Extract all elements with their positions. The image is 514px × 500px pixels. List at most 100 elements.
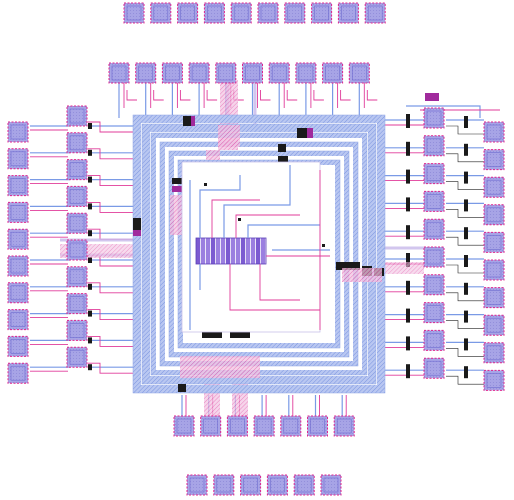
pad-top-inner-4: [188, 62, 210, 84]
pad-top-outer-1: [123, 2, 145, 24]
power-ring-1-left: [133, 115, 141, 393]
ring-pink-patch-3: [206, 150, 220, 160]
pad-top-inner-2-body: [135, 62, 157, 84]
pad-right-inner-8-core: [426, 305, 442, 320]
pad-top-outer-8: [311, 2, 333, 24]
core-via-1: [238, 218, 241, 221]
pad-left-outer-3-body: [7, 175, 29, 197]
power-ring-5-bottom: [169, 352, 349, 357]
pad-right-outer-2-body: [483, 149, 505, 171]
left-via-4: [88, 230, 92, 237]
right-via-b-5: [464, 255, 468, 267]
pad-left-outer-2-core: [10, 151, 26, 167]
power-ring-3-right: [362, 133, 367, 375]
power-ring-3-left: [151, 133, 156, 375]
left-via-9: [88, 364, 92, 371]
pad-top-outer-2: [150, 2, 172, 24]
pad-right-inner-9: [423, 329, 445, 351]
pad-bottom-inner-6-core: [310, 418, 325, 434]
pad-top-outer-5-body: [230, 2, 252, 24]
core-wire-5: [247, 224, 320, 238]
power-ring-2-bottom: [142, 376, 376, 384]
pad-left-outer-7: [7, 282, 29, 304]
right-via-a-9: [406, 364, 410, 379]
power-ring-5-left: [169, 151, 174, 357]
pad-left-inner-8: [66, 293, 88, 315]
pad-top-inner-5: [215, 62, 237, 84]
pad-bottom-inner-3-body: [226, 415, 248, 437]
pad-top-outer-10-core: [367, 5, 383, 21]
pad-top-outer-9-core: [341, 5, 356, 21]
pad-bottom-outer-5-core: [296, 477, 312, 493]
pad-top-outer-4-core: [207, 5, 222, 21]
pad-left-inner-4-core: [69, 189, 85, 204]
right-jog-8: [446, 348, 484, 357]
pad-right-inner-7-body: [423, 274, 445, 296]
corner-block: [425, 93, 439, 101]
ring-via-15: [202, 328, 222, 338]
left-via-3: [88, 203, 92, 210]
core-wire-3: [223, 165, 291, 238]
top-jog-3: [206, 90, 218, 101]
io-pads: [7, 2, 505, 496]
core-logic: [181, 93, 439, 333]
right-via-b-8: [464, 338, 468, 351]
pad-right-outer-8-body: [483, 314, 505, 336]
std-cell-4: [211, 238, 216, 264]
ring-via-4: [307, 128, 313, 138]
pad-bottom-outer-4-core: [270, 477, 285, 493]
std-cell-3: [206, 238, 211, 264]
right-jog-3: [446, 209, 484, 218]
pad-left-inner-10-body: [66, 346, 88, 368]
pad-left-outer-9: [7, 335, 29, 357]
right-jog-4: [446, 236, 484, 246]
pad-right-inner-10-core: [426, 360, 442, 376]
pad-right-inner-6-core: [426, 249, 442, 265]
left-inner-jog-4: [88, 228, 135, 240]
pad-top-outer-4-body: [203, 2, 225, 24]
pad-top-outer-1-core: [126, 5, 142, 21]
std-cell-2: [201, 238, 206, 264]
power-ring-4-right: [353, 142, 358, 366]
pad-right-inner-9-body: [423, 329, 445, 351]
pad-left-outer-8: [7, 309, 29, 331]
left-inner-jog-6: [88, 282, 135, 294]
pad-bottom-inner-7: [333, 415, 355, 437]
pad-right-inner-3-body: [423, 163, 445, 185]
pad-bottom-outer-4: [266, 474, 288, 496]
pad-top-inner-5-body: [215, 62, 237, 84]
right-via-b-7: [464, 310, 468, 323]
pad-top-inner-8-core: [298, 65, 314, 81]
pad-left-outer-2: [7, 148, 29, 170]
right-via-a-1: [406, 141, 410, 156]
power-ring-6-bottom: [178, 343, 340, 348]
pad-top-inner-4-body: [188, 62, 210, 84]
std-cell-14: [261, 238, 266, 264]
pad-top-outer-9-body: [337, 2, 359, 24]
pad-right-inner-2: [423, 135, 445, 157]
pad-left-outer-1: [7, 121, 29, 143]
pad-bottom-inner-3: [226, 415, 248, 437]
pad-right-outer-1-core: [486, 124, 502, 140]
right-via-b-1: [464, 143, 468, 156]
pad-bottom-outer-6-body: [320, 474, 342, 496]
pad-top-outer-10: [364, 2, 386, 24]
pad-right-inner-7: [423, 274, 445, 296]
pad-left-inner-3-body: [66, 159, 88, 181]
pad-top-inner-7-core: [271, 65, 287, 81]
pad-right-outer-5-body: [483, 231, 505, 253]
pad-right-outer-8-core: [486, 317, 502, 333]
pad-left-inner-5-core: [69, 215, 85, 231]
pad-left-inner-4: [66, 185, 88, 207]
pad-right-outer-4-body: [483, 204, 505, 226]
std-cell-11: [246, 238, 251, 264]
power-ring-1: [132, 114, 386, 394]
power-ring-4-top: [160, 142, 358, 147]
core-via-2: [204, 183, 207, 186]
core-wire-2: [211, 199, 260, 238]
pad-right-outer-1: [483, 121, 505, 143]
ring-via-3: [297, 128, 307, 138]
pad-left-outer-4: [7, 201, 29, 223]
pad-top-inner-10-core: [351, 65, 367, 81]
pad-right-inner-5-core: [426, 221, 442, 237]
